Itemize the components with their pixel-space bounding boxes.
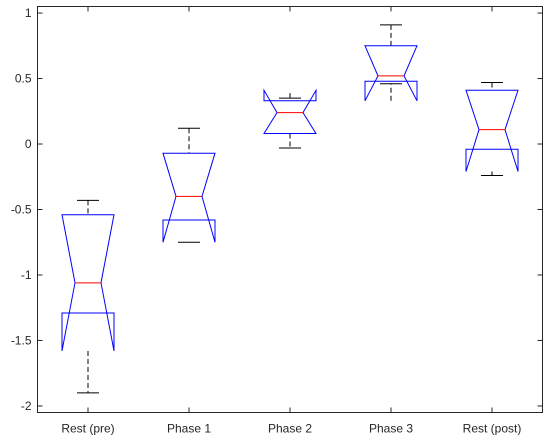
notched-box [465, 89, 519, 172]
box-5 [465, 81, 519, 176]
y-axis: 1 0.5 0 -0.5 -1 -1.5 -2 [11, 6, 543, 413]
x-tick-label: Phase 1 [167, 422, 211, 436]
x-tick-label: Phase 3 [369, 422, 413, 436]
plot-area [37, 6, 543, 413]
box-1 [61, 199, 115, 394]
y-tick-label: 0.5 [15, 72, 32, 86]
y-tick-label: -0.5 [11, 203, 32, 217]
box-2 [162, 127, 216, 243]
x-tick-label: Rest (post) [463, 422, 522, 436]
notched-box [364, 45, 418, 102]
y-tick-label: 0 [25, 137, 32, 151]
y-tick-label: 1 [25, 6, 32, 20]
y-tick-label: -1 [21, 268, 32, 282]
x-axis: Rest (pre) Phase 1 Phase 2 Phase 3 Rest (pos… [61, 6, 522, 436]
y-tick-label: -1.5 [11, 333, 32, 347]
notched-box [162, 152, 216, 243]
boxes-layer [61, 24, 519, 394]
x-tick-label: Rest (pre) [61, 422, 114, 436]
box-3 [263, 88, 317, 149]
notched-box [263, 88, 317, 134]
y-tick-label: -2 [21, 399, 32, 413]
notched-box [61, 214, 115, 351]
x-tick-label: Phase 2 [268, 422, 312, 436]
box-4 [364, 24, 418, 102]
